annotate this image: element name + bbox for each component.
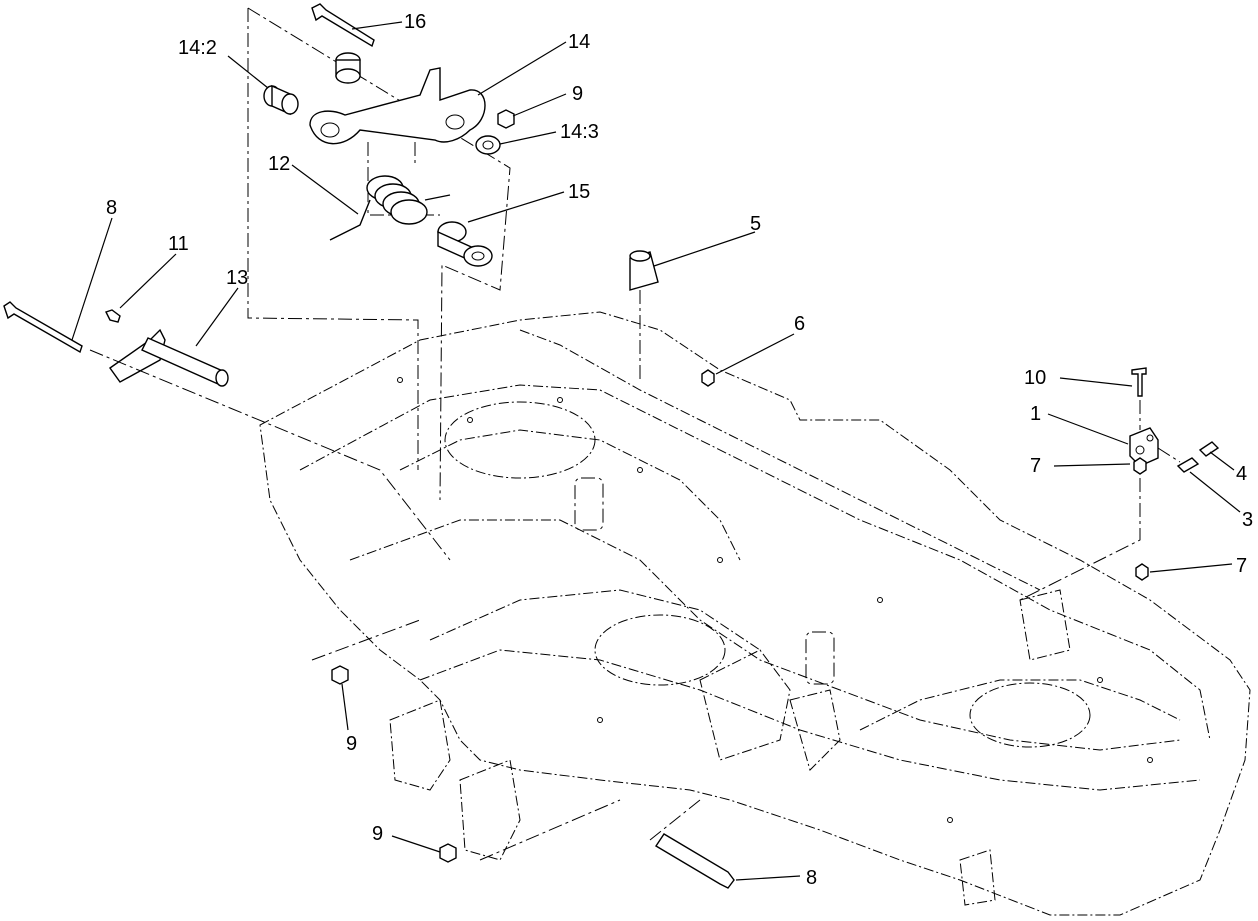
callout-labels: 16 14 14:2 9 14:3 12 15 8 11 13 5 6 10 1… — [106, 11, 1253, 889]
spring-part-12 — [329, 175, 451, 241]
pin-part-3 — [1176, 457, 1200, 473]
nut-part-9-bottom — [439, 843, 457, 863]
bumper-part-5 — [629, 250, 659, 291]
leader-lines — [71, 21, 1241, 881]
bolt-part-8-bottom — [655, 833, 735, 889]
callout-13: 13 — [226, 267, 248, 289]
bolt-part-8-left — [3, 301, 83, 354]
callout-3: 3 — [1242, 509, 1253, 531]
bracket-part-1 — [1129, 427, 1159, 467]
callout-14-2: 14:2 — [178, 37, 217, 59]
nut-part-9-left — [331, 665, 349, 685]
callout-4: 4 — [1236, 463, 1247, 485]
pivot-shaft-part-13 — [109, 328, 229, 387]
callout-16: 16 — [404, 11, 426, 33]
callout-12: 12 — [268, 153, 290, 175]
callout-14: 14 — [568, 31, 590, 53]
callout-9-left: 9 — [346, 733, 357, 755]
callout-10: 10 — [1024, 367, 1046, 389]
callout-8-bottom: 8 — [806, 867, 817, 889]
bushing-part-14-2 — [263, 84, 299, 116]
callout-15: 15 — [568, 181, 590, 203]
callout-14-3: 14:3 — [560, 121, 599, 143]
bushing-part-14-3 — [475, 135, 501, 155]
nut-part-7-upper — [1133, 457, 1147, 475]
spacer-part-15 — [437, 221, 493, 267]
callout-9-top: 9 — [572, 83, 583, 105]
assembly-center-lines — [89, 290, 1181, 861]
callout-9-bottom: 9 — [372, 823, 383, 845]
callout-7-upper: 7 — [1030, 455, 1041, 477]
idler-arm-part-14 — [309, 67, 486, 145]
bushing-upper — [335, 52, 361, 84]
nut-part-6 — [701, 369, 715, 387]
callout-5: 5 — [750, 213, 761, 235]
callout-11: 11 — [168, 233, 189, 255]
hairpin-part-4 — [1198, 441, 1220, 457]
callout-1: 1 — [1030, 403, 1041, 425]
callout-7-lower: 7 — [1236, 555, 1247, 577]
bolt-part-16 — [311, 3, 375, 48]
mower-deck — [259, 311, 1251, 916]
nut-part-9-top — [497, 109, 515, 129]
nut-part-7-lower — [1135, 563, 1149, 581]
grease-fitting-part-11 — [105, 309, 121, 323]
callout-8-left: 8 — [106, 197, 117, 219]
callout-6: 6 — [794, 313, 805, 335]
clevis-pin-part-10 — [1131, 367, 1147, 397]
